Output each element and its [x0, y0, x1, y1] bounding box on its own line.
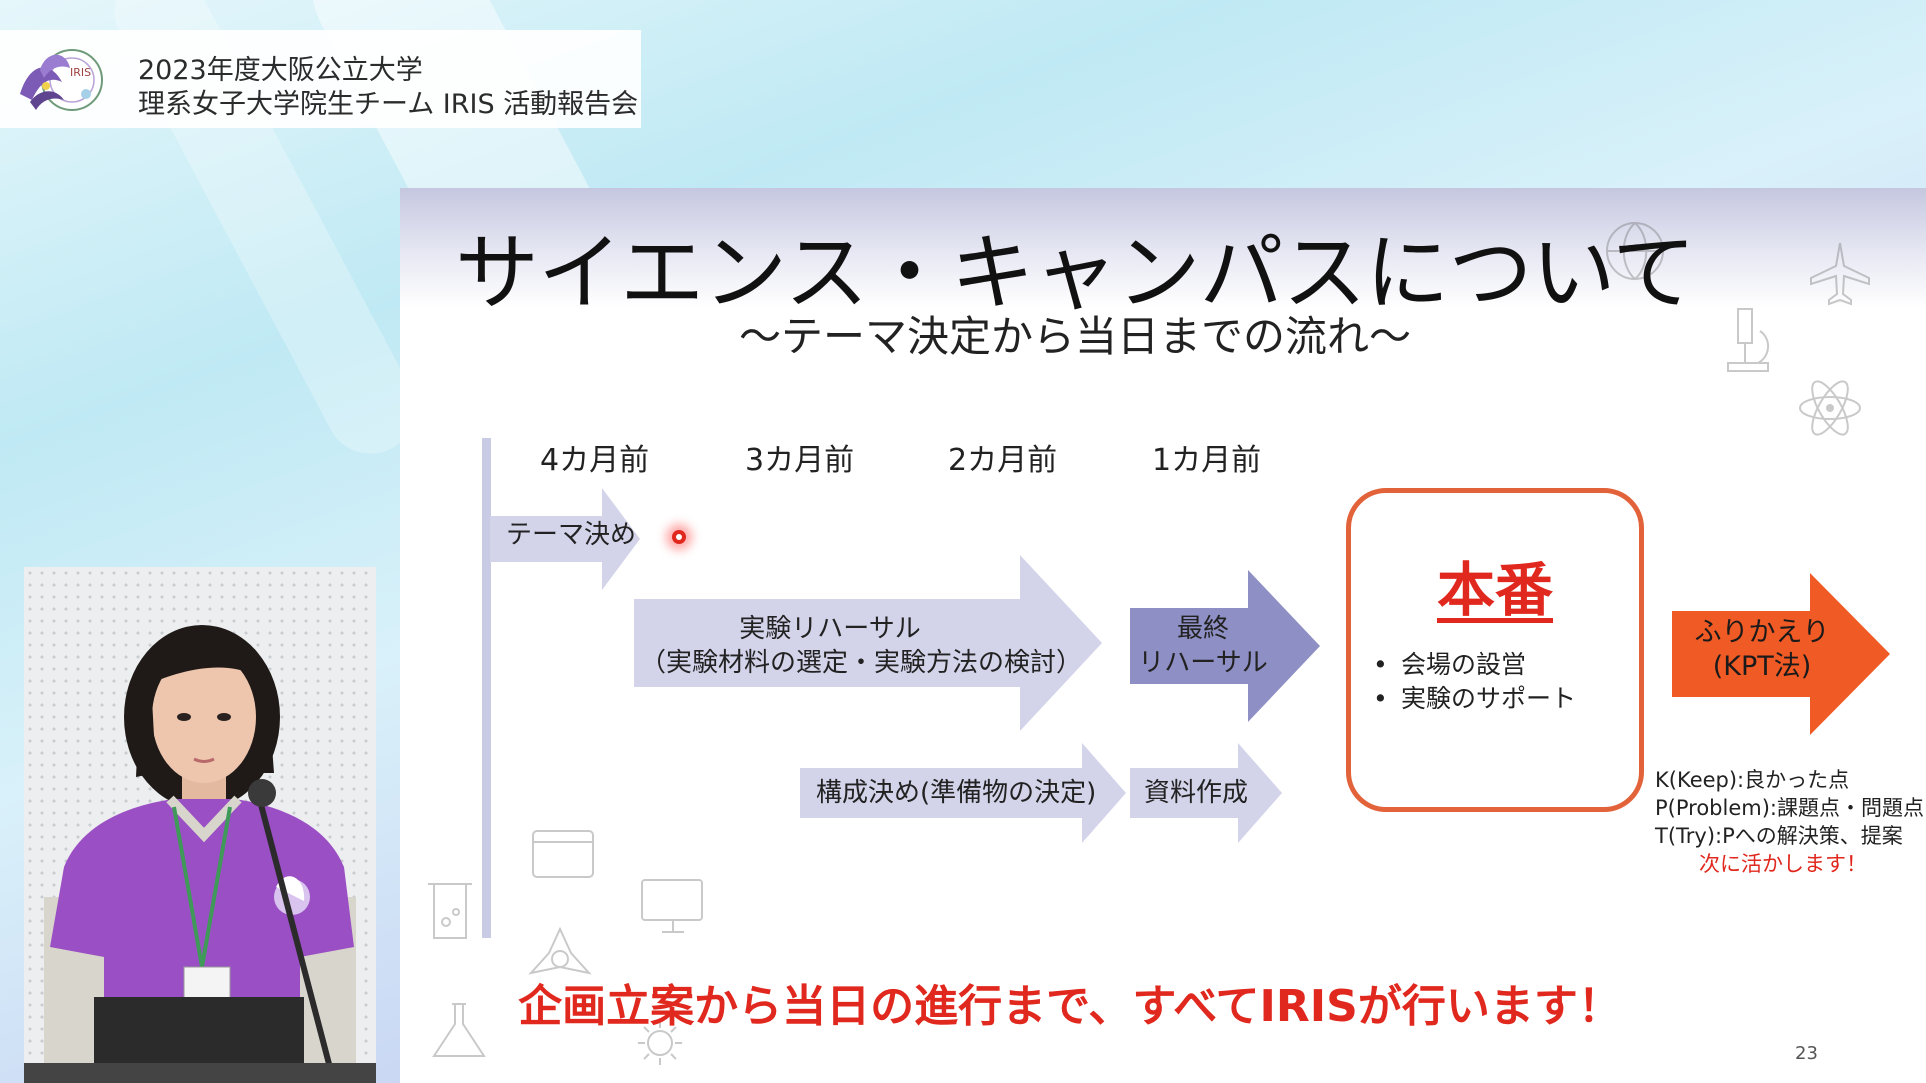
main-event-title: 本番	[1436, 556, 1553, 624]
composition-arrow	[800, 743, 1126, 843]
kpt-next-action: 次に活かします！	[1699, 852, 1867, 876]
month-label-2: 2カ月前	[948, 443, 1058, 478]
gear-icon	[638, 1021, 682, 1065]
main-event-item: • 実験のサポート	[1373, 682, 1576, 716]
rehearsal-line1: 実験リハーサル	[739, 614, 921, 644]
materials-arrow	[1130, 743, 1282, 843]
beaker-icon	[428, 883, 472, 939]
final-rehearsal-arrow	[1130, 570, 1320, 722]
bullet-point: •	[1373, 684, 1388, 713]
theme-decision-arrow	[490, 488, 640, 590]
event-banner: IRIS 2023年度大阪公立大学 理系女子大学院生チーム IRIS 活動報告会	[0, 30, 641, 128]
banner-title-line2: 理系女子大学院生チーム IRIS 活動報告会	[138, 89, 639, 120]
monitor-icon	[641, 879, 703, 933]
final-rehearsal-line2: リハーサル	[1138, 648, 1268, 678]
speaker-video-inset	[24, 567, 376, 1083]
kpt-notes: K(Keep):良かった点 P(Problem):課題点・問題点 T(Try):…	[1655, 766, 1924, 878]
main-event-item-text: 会場の設営	[1401, 650, 1527, 679]
presentation-slide: サイエンス・キャンパスについて 〜テーマ決定から当日までの流れ〜 4カ月前 3カ…	[400, 188, 1926, 1083]
final-rehearsal-line1: 最終	[1176, 614, 1229, 644]
review-line2: (KPT法)	[1712, 651, 1812, 682]
review-line1: ふりかえり	[1694, 617, 1830, 648]
main-event-list: • 会場の設営 • 実験のサポート	[1373, 648, 1576, 716]
theme-decision-label: テーマ決め	[506, 520, 637, 550]
laser-pointer-dot	[672, 530, 686, 544]
kpt-problem: P(Problem):課題点・問題点	[1655, 796, 1924, 820]
timeline-axis	[482, 438, 491, 938]
month-label-1: 1カ月前	[1152, 443, 1262, 478]
final-rehearsal-label: 最終 リハーサル	[1138, 612, 1268, 680]
composition-label: 構成決め(準備物の決定)	[816, 778, 1097, 808]
speaker-illustration	[24, 625, 376, 1083]
bottom-message: 企画立案から当日の進行まで、すべてIRISが行います！	[518, 981, 1622, 1032]
globe-icon	[1606, 222, 1664, 281]
flask-icon	[432, 1003, 486, 1057]
month-label-4: 4カ月前	[540, 443, 650, 478]
materials-label: 資料作成	[1144, 778, 1249, 808]
slide-subtitle: 〜テーマ決定から当日までの流れ〜	[738, 312, 1411, 361]
kpt-try: T(Try):Pへの解決策、提案	[1655, 824, 1903, 848]
page-number: 23	[1795, 1043, 1818, 1064]
bullet-point: •	[1373, 650, 1388, 679]
month-label-3: 3カ月前	[745, 443, 855, 478]
experiment-rehearsal-label: 実験リハーサル （実験材料の選定・実験方法の検討）	[640, 612, 1083, 680]
review-label: ふりかえり (KPT法)	[1678, 616, 1846, 684]
main-event-item: • 会場の設営	[1373, 648, 1576, 682]
slide-title: サイエンス・キャンパスについて	[455, 224, 1696, 322]
atom-icon	[1799, 380, 1861, 436]
airplane-icon	[1810, 242, 1870, 306]
review-arrow	[1672, 573, 1890, 735]
main-event-box: 本番 • 会場の設営 • 実験のサポート	[1346, 488, 1644, 812]
kpt-keep: K(Keep):良かった点	[1655, 768, 1850, 792]
slide-header-gradient	[400, 188, 1926, 308]
main-event-item-text: 実験のサポート	[1401, 684, 1577, 713]
logo-text: IRIS	[70, 66, 92, 79]
rehearsal-line2: （実験材料の選定・実験方法の検討）	[640, 648, 1083, 678]
window-icon	[532, 830, 594, 878]
experiment-rehearsal-arrow	[634, 555, 1102, 731]
iris-logo-icon	[20, 49, 103, 111]
flower-icon	[528, 926, 592, 975]
microscope-icon	[1727, 308, 1769, 372]
banner-title-line1: 2023年度大阪公立大学	[138, 55, 423, 86]
